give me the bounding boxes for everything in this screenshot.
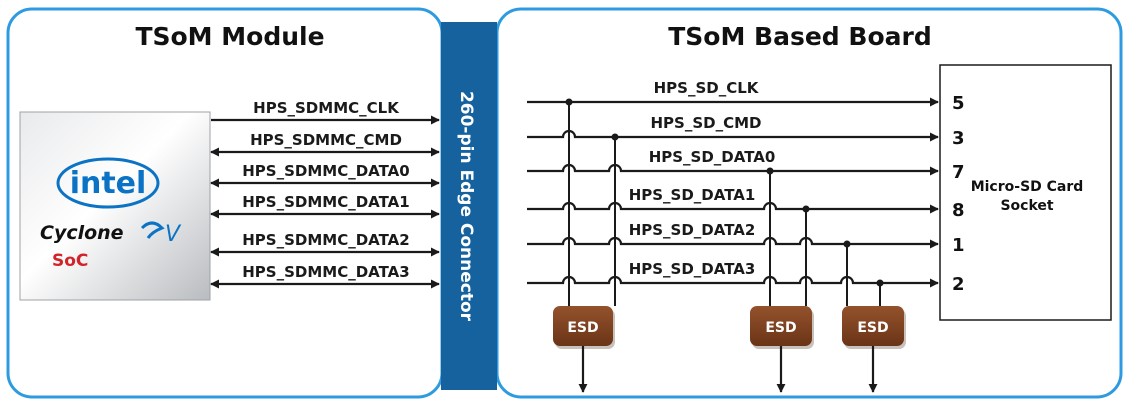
edge-connector-bar — [441, 22, 497, 390]
socket-pin-number: 1 — [952, 235, 965, 256]
right-signal-wires: HPS_SD_CLK HPS_SD_CMD HPS_SD_DATA0HPS_SD_D… — [527, 79, 939, 306]
esd-label: ESD — [765, 320, 796, 336]
socket-pin-number: 2 — [952, 274, 965, 295]
tsom-signal-label: HPS_SDMMC_DATA2 — [242, 231, 409, 249]
tsom-signal-label: HPS_SDMMC_DATA3 — [242, 263, 409, 281]
esd-blocks: ESD ESD ESD — [553, 306, 906, 393]
tsom-signal-label: HPS_SDMMC_DATA1 — [242, 193, 409, 211]
board-signal-label: HPS_SD_DATA0 — [649, 148, 776, 166]
socket-pin-number: 3 — [952, 128, 965, 149]
tsom-signal-label: HPS_SDMMC_CLK — [253, 99, 400, 117]
socket-pin-numbers: 5 3 7 8 1 2 — [952, 93, 965, 295]
micro-sd-socket — [939, 64, 1112, 321]
tsom-module-title: TSoM Module — [135, 22, 324, 51]
socket-label-line1: Micro-SD Card — [971, 179, 1084, 195]
left-signal-wires: HPS_SDMMC_CLK HPS_SDMMC_CMD HPS_SDMMC_DATA… — [210, 99, 440, 289]
cyclone-version-text: V — [165, 222, 182, 247]
cyclone-swirl-icon — [140, 221, 165, 239]
board-signal-label: HPS_SD_DATA2 — [629, 221, 756, 239]
esd-label: ESD — [857, 320, 888, 336]
board-signal-label: HPS_SD_DATA1 — [629, 186, 756, 204]
esd-block — [842, 306, 904, 346]
board-signal-label: HPS_SD_DATA3 — [629, 260, 756, 278]
esd-label: ESD — [567, 320, 598, 336]
intel-logo-text: intel — [70, 166, 147, 201]
socket-pin-number: 7 — [952, 162, 965, 183]
cyclone-v-soc-chip: intel Cyclone V SoC — [19, 111, 211, 301]
cyclone-text: Cyclone — [40, 222, 124, 244]
board-signal-wire — [527, 163, 939, 176]
socket-label-line2: Socket — [1000, 198, 1053, 214]
socket-pin-number: 5 — [952, 93, 965, 114]
board-signal-label: HPS_SD_CLK — [654, 79, 760, 97]
tsom-signal-label: HPS_SDMMC_CMD — [250, 131, 402, 149]
tsom-signal-label: HPS_SDMMC_DATA0 — [242, 162, 409, 180]
soc-text: SoC — [52, 251, 88, 271]
tsom-board-title: TSoM Based Board — [668, 22, 932, 51]
esd-block — [750, 306, 812, 346]
edge-connector-label: 260-pin Edge Connector — [456, 91, 476, 322]
board-signal-label: HPS_SD_CMD — [651, 114, 762, 132]
esd-block — [553, 306, 613, 346]
socket-pin-number: 8 — [952, 200, 965, 221]
board-signal-wire — [527, 236, 939, 249]
